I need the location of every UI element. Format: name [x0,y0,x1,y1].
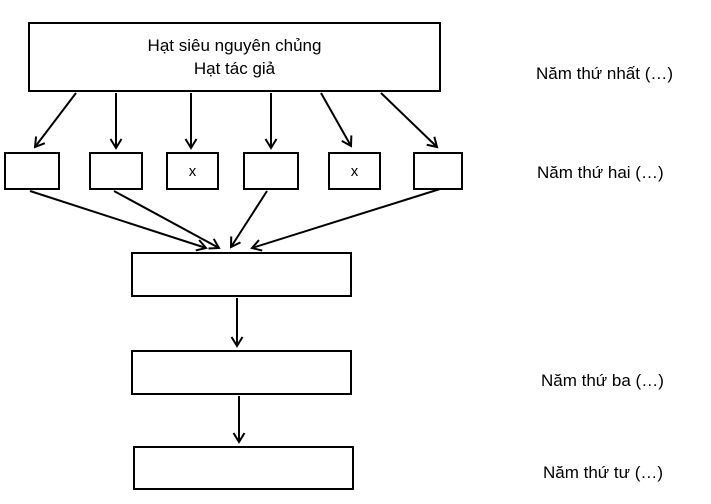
arrow-top-to-box1 [33,92,77,149]
arrow-box2-to-mid [113,190,221,250]
arrow-box1-to-mid [29,190,208,252]
source-seed-line2: Hạt tác giả [193,59,276,78]
arrow-top-to-box6 [380,92,439,149]
arrow-box4-to-mid [229,190,268,249]
arrow-top-to-box5 [320,92,353,148]
year4-box [133,446,354,490]
selection-box-1 [4,152,60,190]
source-seed-line1: Hạt siêu nguyên chủng [147,36,322,55]
year-label-4: Năm thứ tư (…) [543,463,664,482]
selection-box-6 [413,152,463,190]
year-label-1: Năm thứ nhất (…) [536,64,674,83]
bulk-box [131,252,352,297]
selection-box-3-rejected: x [166,152,219,190]
selection-box-5-label: x [350,162,359,180]
source-seed-box: Hạt siêu nguyên chủng Hạt tác giả [28,22,441,92]
arrow-box6-to-mid [250,188,441,252]
selection-box-4 [243,152,299,190]
year3-box [131,350,352,395]
year-label-2: Năm thứ hai (…) [537,163,664,182]
selection-box-5-rejected: x [328,152,381,190]
year-label-3: Năm thứ ba (…) [541,371,664,390]
selection-box-3-label: x [188,162,197,180]
selection-box-2 [89,152,143,190]
